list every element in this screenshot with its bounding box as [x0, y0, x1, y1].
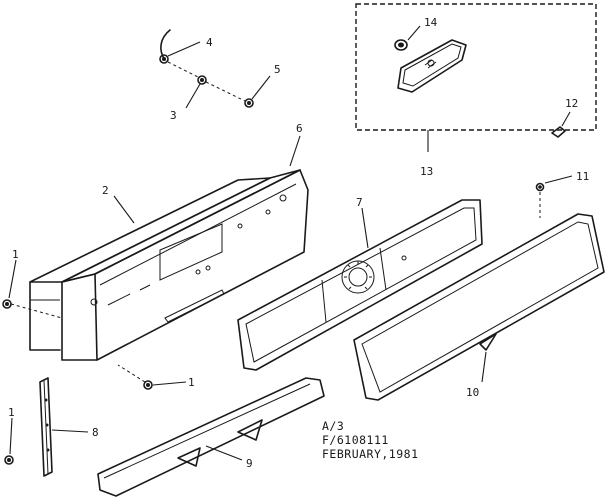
callout-2: 2 — [102, 184, 109, 197]
callout-6: 6 — [296, 122, 303, 135]
callout-9: 9 — [246, 457, 253, 470]
caption-line-1: A/3 — [322, 419, 344, 433]
callout-14: 14 — [424, 16, 438, 29]
part-1-screw-lower — [4, 417, 14, 465]
callout-12: 12 — [565, 97, 578, 110]
callout-1-left: 1 — [12, 248, 19, 261]
part-7-frame — [237, 199, 483, 371]
part-13-bracket — [397, 39, 467, 93]
part-3-screw — [167, 61, 207, 109]
part-11-screw — [535, 175, 573, 218]
part-9-rail — [97, 377, 325, 497]
callout-1-bottom: 1 — [188, 376, 195, 389]
caption-line-2: F/6108111 — [322, 433, 389, 447]
callout-3: 3 — [170, 109, 177, 122]
inset-box-13 — [355, 3, 597, 131]
callout-1-lower: 1 — [8, 406, 15, 419]
caption-block: A/3 F/6108111 FEBRUARY,1981 — [322, 419, 419, 461]
part-4-clip — [159, 29, 201, 64]
part-1-screw-bottom — [117, 364, 187, 390]
callout-10: 10 — [466, 386, 479, 399]
callout-8: 8 — [92, 426, 99, 439]
part-14-knob — [394, 39, 408, 51]
callout-5: 5 — [274, 63, 281, 76]
callout-7: 7 — [356, 196, 363, 209]
part-8-bracket — [39, 377, 89, 477]
part-1-screw-left — [2, 259, 63, 319]
dial-icon — [341, 260, 375, 294]
callout-11: 11 — [576, 170, 589, 183]
caption-line-3: FEBRUARY,1981 — [322, 447, 419, 461]
part-6-control-panel — [61, 135, 309, 361]
part-12-screw — [551, 111, 571, 138]
callout-13: 13 — [420, 165, 433, 178]
part-5-nut — [205, 75, 271, 108]
part-10-trim-panel — [353, 213, 605, 401]
callout-4: 4 — [206, 36, 213, 49]
